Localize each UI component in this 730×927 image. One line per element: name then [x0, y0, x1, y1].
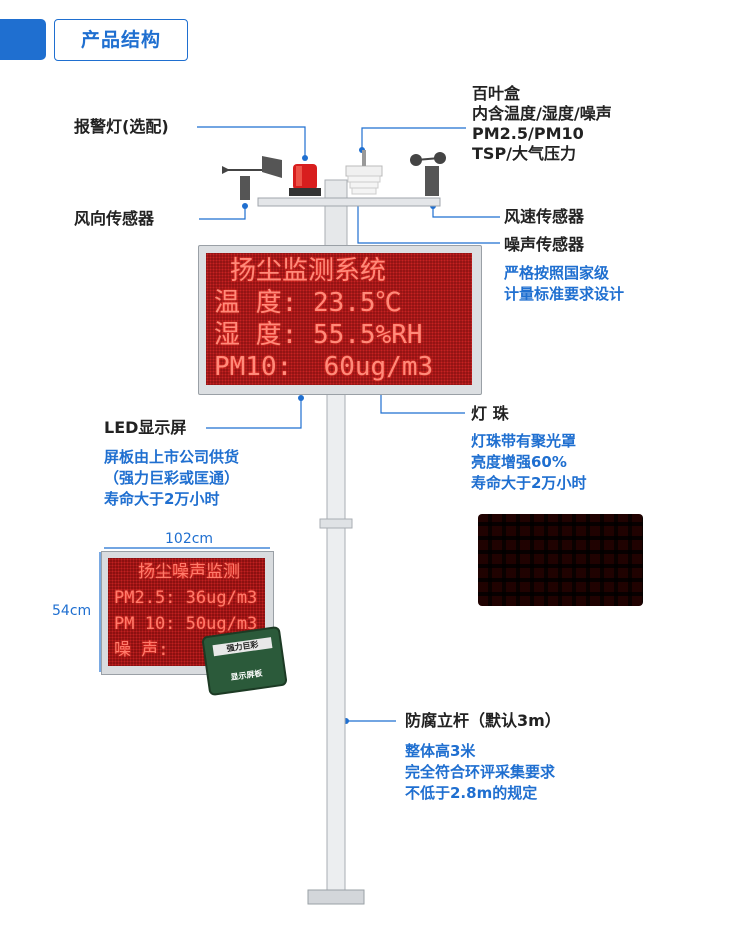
wind-direction-sensor [222, 156, 282, 200]
noise-sensor-leader [357, 202, 500, 244]
crossarm [257, 197, 441, 207]
alarm-light-leader [197, 126, 306, 158]
wind-speed-leader [432, 206, 500, 218]
header-accent-block [0, 19, 46, 60]
alarm-light-label: 报警灯(选配) [74, 117, 169, 136]
led-screen-leader [206, 398, 302, 429]
louver-box [345, 150, 383, 195]
wind-speed-label: 风速传感器 [504, 207, 585, 226]
led-bead-desc: 灯珠带有聚光罩 亮度增强60% 寿命大于2万小时 [471, 432, 587, 492]
led-bead-label: 灯 珠 [471, 404, 509, 423]
height-label: 54cm [52, 603, 92, 619]
louver-box-leader [361, 127, 466, 150]
alarm-light [289, 164, 321, 196]
wind-direction-label: 风向传感器 [74, 209, 155, 228]
led-title: 扬尘监测系统 [230, 256, 387, 286]
led-display-screen: 扬尘监测系统 温 度: 23.5℃ 湿 度: 55.5%RH PM10: 60u… [206, 253, 472, 385]
pole-label: 防腐立杆（默认3m） [405, 711, 561, 730]
led-screen-desc: 屏板由上市公司供货 （强力巨彩或匡通） 寿命大于2万小时 [104, 448, 240, 508]
led-temperature: 温 度: 23.5℃ [214, 288, 402, 318]
pole-flange [319, 518, 353, 529]
small-led-title: 扬尘噪声监测 [138, 562, 240, 582]
led-humidity: 湿 度: 55.5%RH [214, 320, 423, 350]
led-pm10: PM10: 60ug/m3 [214, 352, 434, 382]
section-title: 产品结构 [54, 19, 188, 61]
small-led-pm10: PM 10: 50ug/m3 [114, 614, 258, 634]
width-label: 102cm [165, 531, 214, 547]
led-bead-closeup [478, 514, 643, 606]
noise-sensor-desc: 严格按照国家级 计量标准要求设计 [504, 264, 625, 303]
pole-top [324, 179, 348, 251]
pole-desc: 整体高3米 完全符合环评采集要求 不低于2.8m的规定 [405, 742, 556, 802]
display-board-chip: 强力巨彩 显示屏板 [201, 625, 288, 697]
led-screen-label: LED显示屏 [104, 418, 187, 437]
wind-direction-leader [199, 206, 246, 220]
pole-body [326, 392, 346, 894]
noise-sensor-label: 噪声传感器 [504, 235, 585, 254]
small-led-pm25: PM2.5: 36ug/m3 [114, 588, 258, 608]
louver-box-label: 百叶盒 内含温度/湿度/噪声 PM2.5/PM10 TSP/大气压力 [472, 84, 612, 163]
small-led-noise: 噪 声: [114, 640, 169, 660]
wind-speed-sensor [410, 152, 446, 196]
pole-base-plate [307, 889, 365, 905]
